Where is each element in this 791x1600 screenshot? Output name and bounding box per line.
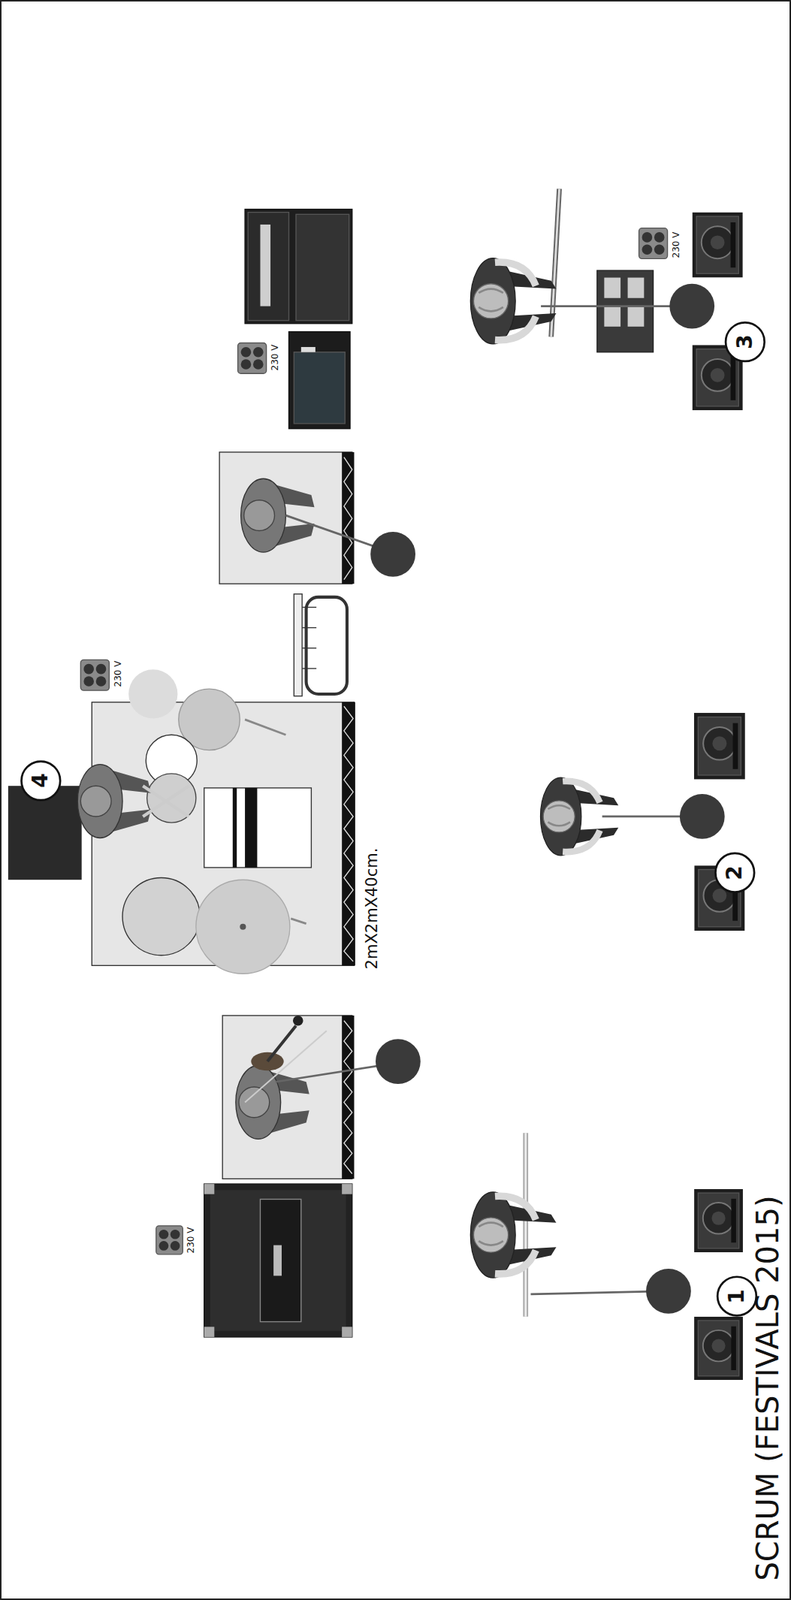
- plot-title: SCRUM (FESTIVALS 2015): [752, 1195, 783, 1581]
- power-outlet: [156, 1225, 184, 1255]
- singer: [540, 712, 745, 931]
- dimension-label: 2mX2mX40cm.: [365, 847, 381, 970]
- power-outlet: [639, 228, 668, 260]
- bassist: [470, 1132, 743, 1380]
- power-outlet: [238, 343, 267, 375]
- callout-number: 3: [734, 334, 756, 349]
- callout-number: 2: [724, 865, 746, 880]
- power-label: 230 V: [186, 1227, 196, 1254]
- guitarist: [470, 188, 743, 411]
- guitar-amps: [244, 209, 353, 429]
- power-label: 230 V: [113, 661, 123, 688]
- power-outlet: [80, 659, 109, 691]
- callout-number: 4: [30, 772, 52, 788]
- power-label: 230 V: [270, 344, 280, 372]
- drum-riser: [8, 669, 356, 974]
- bass-cabinet: [204, 1183, 353, 1338]
- power-label: 230 V: [671, 232, 681, 259]
- callout-number: 1: [726, 1289, 748, 1304]
- callout-circles: [21, 322, 765, 1316]
- keyboard-player: [219, 452, 416, 697]
- violinist: [222, 1015, 421, 1179]
